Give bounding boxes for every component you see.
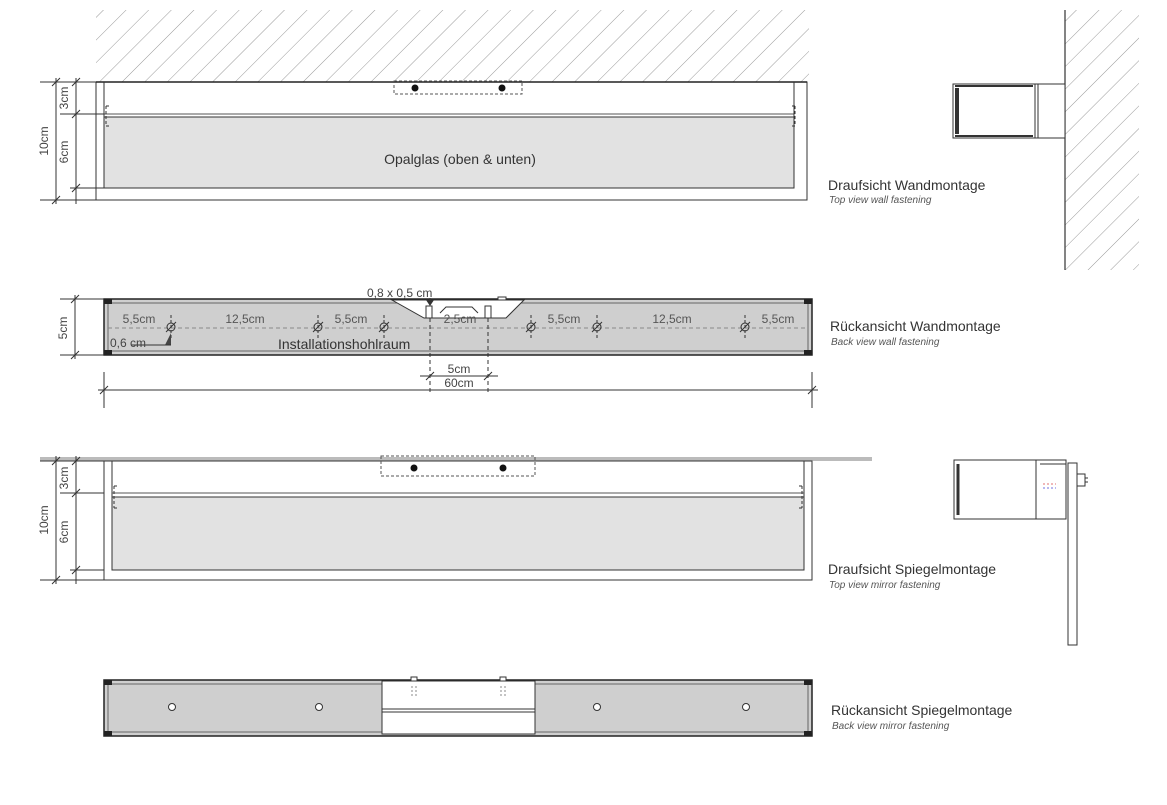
mirror-hole-2 bbox=[315, 703, 323, 711]
mirror-back-bracket bbox=[381, 680, 536, 735]
spacing-5: 5,5cm bbox=[548, 312, 581, 326]
mirror-hole-3 bbox=[593, 703, 601, 711]
screw-hole-3 bbox=[378, 315, 390, 339]
mirror-screw-right bbox=[499, 464, 507, 472]
screw-hole-5 bbox=[591, 315, 603, 339]
back-view-wall: 5,5cm 12,5cm 5,5cm 2,5cm 5,5cm 12,5cm 5,… bbox=[56, 286, 818, 408]
spacing-2: 12,5cm bbox=[225, 312, 264, 326]
dim-lower: 6cm bbox=[57, 141, 71, 164]
spacing-4: 2,5cm bbox=[444, 312, 477, 326]
edge-label: 0,6 cm bbox=[110, 336, 146, 350]
top-wall-title: Draufsicht Wandmontage bbox=[828, 177, 986, 193]
top-mirror-subtitle: Top view mirror fastening bbox=[829, 580, 941, 591]
mirror-upper: 3cm bbox=[57, 467, 71, 490]
top-view-mirror: 10cm 3cm 6cm bbox=[37, 455, 872, 585]
screw-hole-4 bbox=[525, 315, 537, 339]
mirror-hole-4 bbox=[742, 703, 750, 711]
top-wall-subtitle: Top view wall fastening bbox=[829, 195, 932, 206]
bracket-width-dim: 5cm bbox=[448, 362, 471, 376]
screw-right bbox=[498, 84, 506, 92]
back-view-mirror bbox=[103, 676, 813, 737]
side-view-wall bbox=[952, 10, 1139, 270]
back-wall-title: Rückansicht Wandmontage bbox=[830, 318, 1001, 334]
side-view-mirror bbox=[953, 459, 1088, 646]
dim-upper: 3cm bbox=[57, 87, 71, 110]
slot-label: 0,8 x 0,5 cm bbox=[367, 286, 432, 300]
slot-left bbox=[425, 305, 433, 319]
spacing-7: 5,5cm bbox=[762, 312, 795, 326]
screw-hole-6 bbox=[739, 315, 751, 339]
back-height-dim: 5cm bbox=[56, 317, 70, 340]
screw-hole-2 bbox=[312, 315, 324, 339]
back-wall-subtitle: Back view wall fastening bbox=[831, 337, 940, 348]
slot-right bbox=[484, 305, 492, 319]
wall-bracket bbox=[393, 80, 523, 95]
mirror-total-height: 10cm bbox=[37, 505, 51, 534]
mirror-bracket bbox=[380, 455, 536, 477]
spacing-1: 5,5cm bbox=[123, 312, 156, 326]
spacing-3: 5,5cm bbox=[335, 312, 368, 326]
opal-glass-label: Opalglas (oben & unten) bbox=[384, 151, 536, 167]
mirror-screw-left bbox=[410, 464, 418, 472]
side-profile bbox=[952, 83, 1066, 139]
back-mirror-subtitle: Back view mirror fastening bbox=[832, 721, 950, 732]
wall-hatch bbox=[96, 10, 809, 82]
mirror-hole-1 bbox=[168, 703, 176, 711]
mirror-glass bbox=[1067, 462, 1078, 646]
back-mirror-title: Rückansicht Spiegelmontage bbox=[831, 702, 1013, 718]
top-view-wall: Opalglas (oben & unten) 10cm 3cm 6cm bbox=[37, 10, 809, 205]
mirror-opal-panel bbox=[111, 496, 805, 571]
top-mirror-title: Draufsicht Spiegelmontage bbox=[828, 561, 996, 577]
dim-total-height: 10cm bbox=[37, 126, 51, 155]
spacing-6: 12,5cm bbox=[652, 312, 691, 326]
cavity-label: Installationshohlraum bbox=[278, 336, 410, 352]
mirror-lower: 6cm bbox=[57, 521, 71, 544]
total-width-dim: 60cm bbox=[444, 376, 473, 390]
screw-left bbox=[411, 84, 419, 92]
